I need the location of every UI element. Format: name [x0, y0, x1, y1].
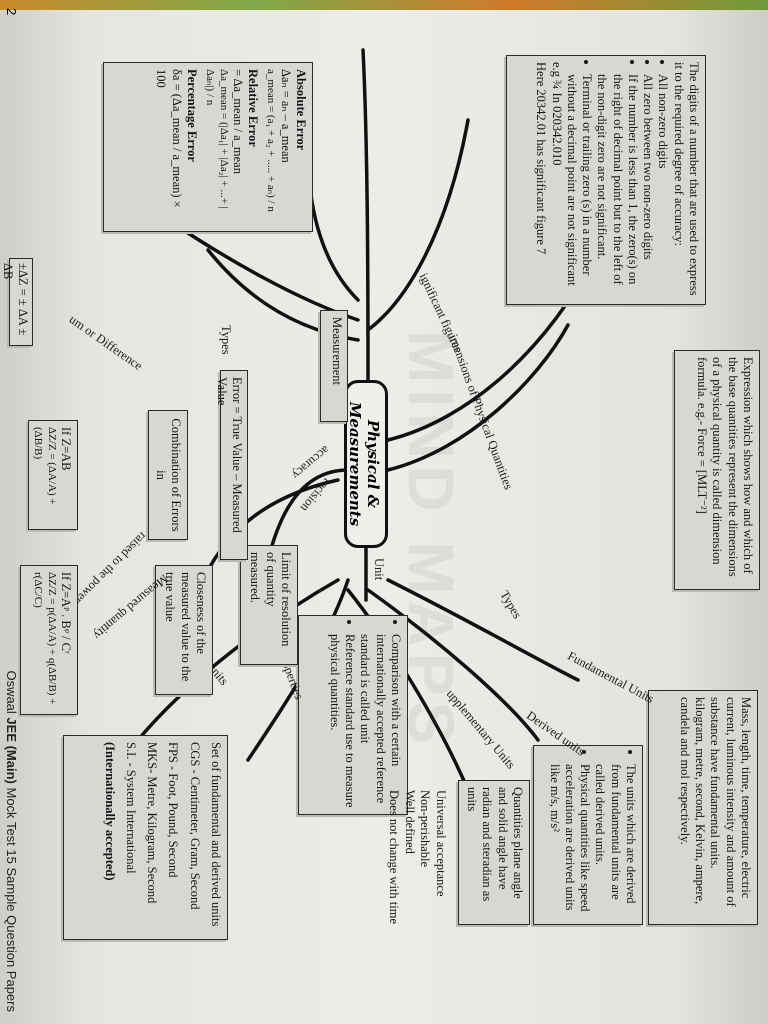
systems-title: Set of fundamental and derived units [209, 742, 223, 927]
measurement-box: Measurement [320, 310, 348, 422]
errors-box: Absolute Error Δaₙ = aₙ – a_mean a_mean … [103, 62, 313, 232]
dimension-formula-box: Expression which shows how and which of … [674, 350, 760, 590]
relative-error-eq: = Δa_mean / a_mean [230, 69, 245, 174]
sigfig-intro: The digits of a number that are used to … [671, 62, 701, 296]
percentage-error-eq: δa = (Δa_mean / a_mean) × 100 [154, 69, 184, 208]
sigfig-item: All zero between two non-zero digits [640, 74, 655, 298]
sigfig-item: Terminal or trailing zero (s) in a numbe… [564, 74, 594, 298]
sigfig-item: If the number is less than 1, the zero(s… [594, 74, 641, 298]
derived-def-item: Physical quantities like speed accelerat… [547, 764, 593, 918]
derived-def-item: The units which are derived from fundame… [592, 764, 639, 918]
branch-label-unit: Unit [372, 558, 386, 581]
mean-error-eq: Δa_mean = (|Δa₁| + |Δa₂| + ...+ |Δaₙ|) /… [204, 69, 230, 209]
sigfig-item: All non-zero digits [655, 74, 671, 298]
fundamental-units-box: Mass, length, time, temperature, electri… [648, 690, 758, 925]
header-brand: JEE (Main) [4, 717, 19, 784]
combination-errors-box: Combination of Errors in [148, 410, 188, 540]
supplementary-units-box: Quantities plane angle and solid angle h… [458, 780, 530, 925]
central-topic-line2: Measurements [346, 401, 364, 527]
unit-definition-box: Comparison with a certain internationall… [298, 615, 408, 815]
significant-figures-box: The digits of a number that are used to … [506, 55, 706, 305]
product-title: If Z=AB [59, 427, 73, 471]
accuracy-text: Closeness of the measured value to the t… [163, 572, 209, 682]
property-item: Does not change with time [387, 790, 402, 924]
error-equation: Error = True Value – Measured Value [214, 377, 244, 533]
error-equation-box: Error = True Value – Measured Value [215, 370, 248, 560]
power-title: If Z=Aᵖ . Bᵠ / Cʳ [59, 572, 73, 654]
precision-box: Limit of resolution of quantity measured… [240, 545, 298, 665]
sum-formula-box: ±ΔZ = ± ΔA ± ΔB [1, 258, 33, 346]
absolute-error-eq2: a_mean = (a₁ + a₂ + ..... + aₙ) / n [265, 69, 278, 212]
property-item: Well defined [402, 790, 417, 854]
header-text-post: Mock Test 15 Sample Question Papers [4, 783, 19, 1013]
unit-def-item: Comparison with a certain internationall… [357, 634, 404, 808]
page-header: Oswaal JEE (Main) Mock Test 15 Sample Qu… [4, 670, 19, 1012]
branch-label-error-types: Types [219, 325, 233, 355]
property-item: Non-perishable [418, 790, 433, 868]
absolute-error-eq1: Δaₙ = aₙ – a_mean [278, 69, 293, 163]
relative-error-title: Relative Error [246, 69, 261, 147]
system-item: MKS- Metre, Kilogram, Second [145, 742, 160, 904]
supplementary-text: Quantities plane angle and solid angle h… [465, 787, 525, 902]
central-topic: Physical & Measurements [344, 380, 388, 548]
sigfig-example1: e.g ¾ In 020342.010 [549, 62, 564, 166]
percentage-error-title: Percentage Error [184, 69, 199, 162]
property-item: Universal acceptance [434, 790, 448, 897]
precision-text: Limit of resolution of quantity measured… [248, 552, 294, 647]
product-formula: ΔZ/Z = (ΔA/A) + (ΔB/B) [32, 427, 58, 505]
absolute-error-title: Absolute Error [294, 69, 308, 151]
systems-note: (Internationally accepted) [102, 742, 117, 881]
page-number: 2 [4, 8, 19, 16]
fundamental-units-text: Mass, length, time, temperature, electri… [678, 697, 753, 907]
power-formula: ΔZ/Z = p(ΔA/A) + q(ΔB/B) + r(ΔC/C) [32, 572, 58, 705]
power-formula-box: If Z=Aᵖ . Bᵠ / Cʳ ΔZ/Z = p(ΔA/A) + q(ΔB/… [20, 565, 78, 715]
product-formula-box: If Z=AB ΔZ/Z = (ΔA/A) + (ΔB/B) [28, 420, 78, 530]
dimension-text: Expression which shows how and which of … [695, 357, 755, 577]
derived-units-box: The units which are derived from fundame… [533, 745, 643, 925]
properties-list: Universal acceptance Non-perishable Well… [386, 790, 448, 940]
combination-in: in [153, 470, 168, 480]
system-item: CGS - Centimeter, Gram, Second [187, 742, 202, 910]
sigfig-example2: Here 20342.01 has significant figure 7 [534, 62, 549, 255]
unit-def-item: Reference standard use to measure physic… [327, 634, 357, 808]
top-edge-strip [0, 0, 768, 10]
combination-title: Combination of Errors [169, 418, 183, 532]
systems-of-units-box: Set of fundamental and derived units CGS… [63, 735, 228, 940]
system-item: FPS - Foot, Pound, Second [166, 742, 181, 878]
header-text-pre: Oswaal [4, 670, 19, 718]
central-topic-line1: Physical & [364, 419, 382, 509]
system-item: S.I. - System International [124, 742, 138, 874]
measurement-label: Measurement [330, 317, 344, 386]
